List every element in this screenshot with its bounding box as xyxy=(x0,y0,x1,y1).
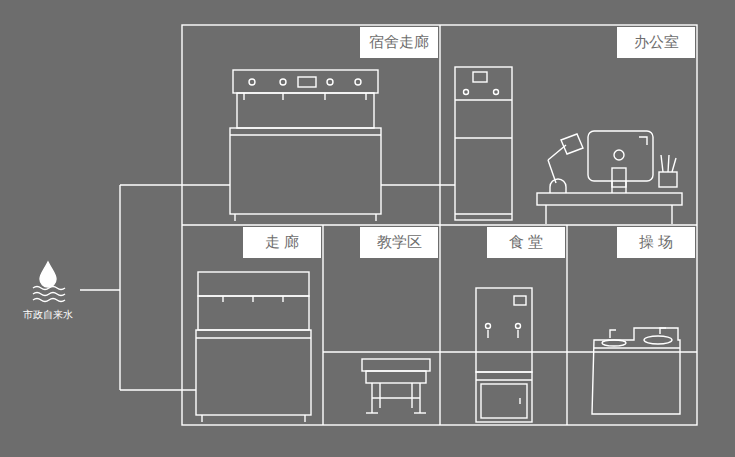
room-label: 食 堂 xyxy=(487,227,565,258)
room-area: 操 场 xyxy=(567,225,697,425)
room-label: 操 场 xyxy=(617,227,695,258)
room-area: 办公室 xyxy=(440,25,697,225)
room-label: 办公室 xyxy=(617,27,695,58)
room-area: 走 廊 xyxy=(182,225,323,425)
room-label: 走 廊 xyxy=(243,227,321,258)
room-label: 宿舍走廊 xyxy=(360,27,438,58)
room-area: 宿舍走廊 xyxy=(182,25,440,225)
room-label: 教学区 xyxy=(360,227,438,258)
room-area: 教学区 xyxy=(323,225,440,425)
room-area: 食 堂 xyxy=(440,225,567,425)
source-label: 市政自来水 xyxy=(23,308,73,322)
